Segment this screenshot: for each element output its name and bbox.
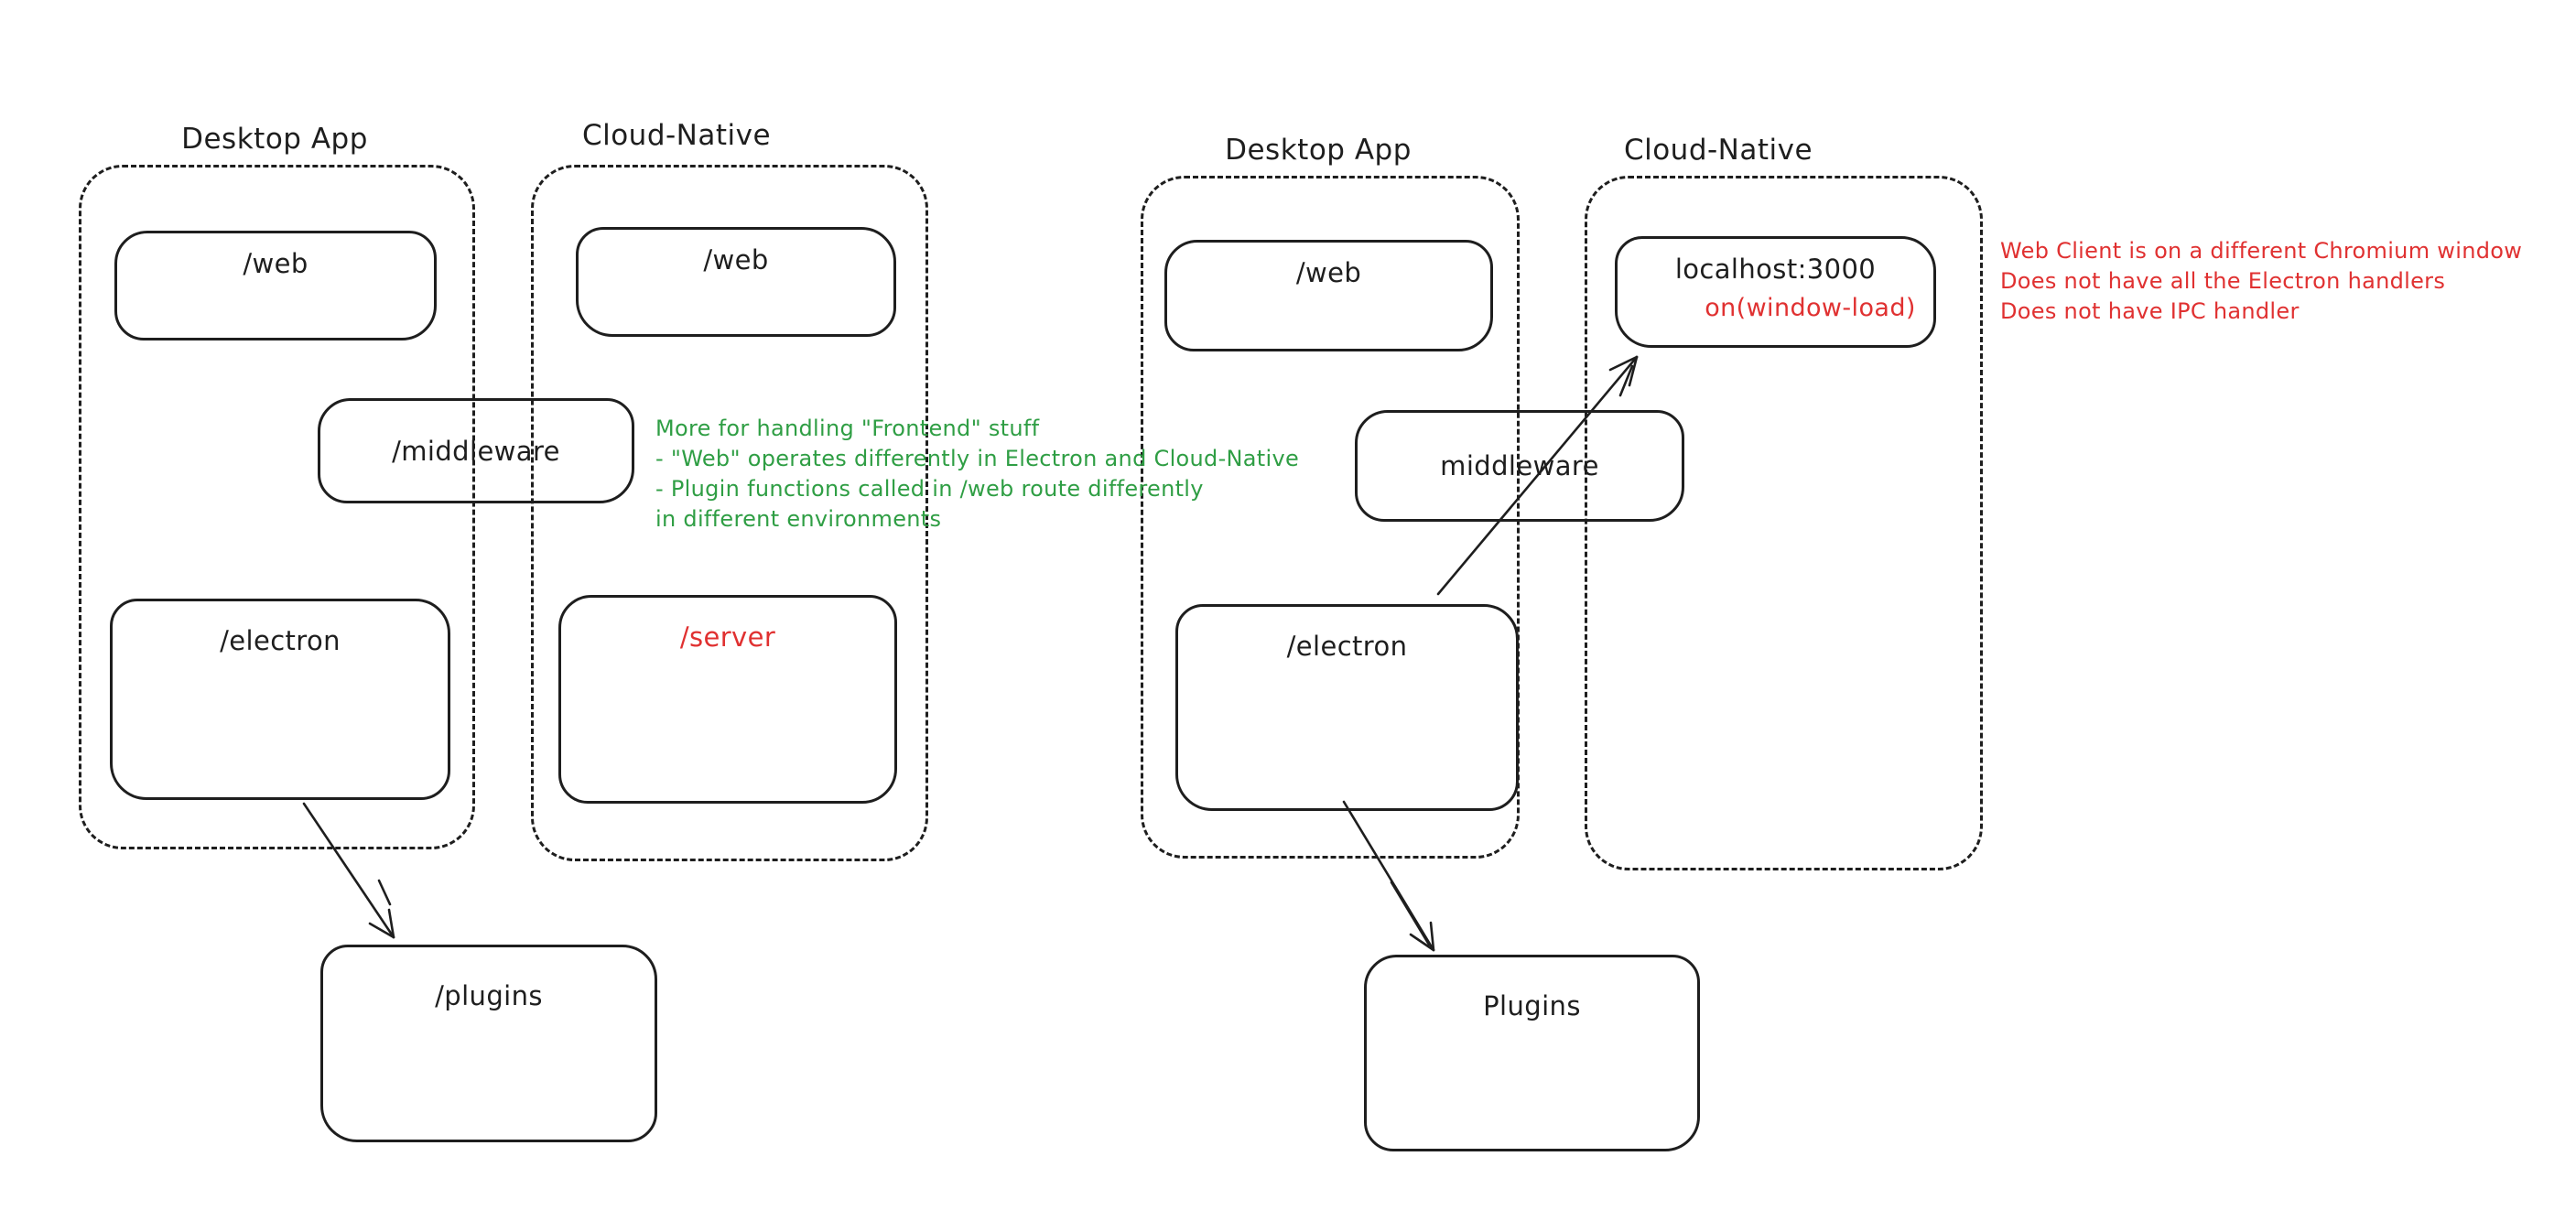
right-localhost-box[interactable]: localhost:3000 on(window-load) bbox=[1615, 236, 1936, 348]
left-desktop-web-label: /web bbox=[243, 248, 308, 279]
note-line: in different environments bbox=[655, 506, 942, 532]
note-line: Web Client is on a different Chromium wi… bbox=[2000, 238, 2523, 264]
right-middleware-label: middleware bbox=[1440, 450, 1599, 481]
left-cloud-web-label: /web bbox=[703, 244, 769, 276]
note-line: More for handling "Frontend" stuff bbox=[655, 416, 1040, 441]
left-desktop-app-group[interactable] bbox=[79, 165, 475, 849]
note-line: - Plugin functions called in /web route … bbox=[655, 476, 1204, 502]
web-client-note[interactable]: Web Client is on a different Chromium wi… bbox=[2000, 236, 2522, 327]
left-electron-box[interactable]: /electron bbox=[110, 599, 450, 800]
left-cloud-native-group[interactable] bbox=[531, 165, 928, 861]
left-desktop-app-label[interactable]: Desktop App bbox=[181, 123, 368, 156]
left-middleware-label: /middleware bbox=[392, 435, 560, 467]
right-window-load-label: on(window-load) bbox=[1705, 294, 1916, 322]
right-desktop-app-label[interactable]: Desktop App bbox=[1225, 134, 1412, 167]
note-line: Does not have IPC handler bbox=[2000, 298, 2300, 324]
left-plugins-box[interactable]: /plugins bbox=[320, 945, 657, 1142]
right-cloud-native-label[interactable]: Cloud-Native bbox=[1623, 134, 1813, 167]
note-line: Does not have all the Electron handlers bbox=[2000, 268, 2446, 294]
left-server-box[interactable]: /server bbox=[558, 595, 897, 804]
right-plugins-label: Plugins bbox=[1483, 990, 1581, 1021]
frontend-note[interactable]: More for handling "Frontend" stuff - "We… bbox=[655, 414, 1299, 535]
right-electron-box[interactable]: /electron bbox=[1175, 604, 1519, 811]
left-server-label: /server bbox=[679, 621, 776, 653]
right-desktop-web-label: /web bbox=[1295, 257, 1362, 288]
note-line: - "Web" operates differently in Electron… bbox=[655, 446, 1300, 471]
left-desktop-web-box[interactable]: /web bbox=[114, 231, 437, 340]
right-electron-label: /electron bbox=[1286, 631, 1408, 662]
right-desktop-web-box[interactable]: /web bbox=[1164, 240, 1493, 351]
left-middleware-box[interactable]: /middleware bbox=[318, 398, 634, 503]
left-cloud-web-box[interactable]: /web bbox=[576, 227, 896, 337]
left-cloud-native-label[interactable]: Cloud-Native bbox=[581, 119, 772, 152]
right-localhost-label: localhost:3000 bbox=[1674, 254, 1877, 285]
right-middleware-box[interactable]: middleware bbox=[1355, 410, 1684, 522]
left-electron-label: /electron bbox=[220, 625, 341, 656]
right-plugins-box[interactable]: Plugins bbox=[1364, 955, 1700, 1151]
left-plugins-label: /plugins bbox=[435, 980, 543, 1011]
